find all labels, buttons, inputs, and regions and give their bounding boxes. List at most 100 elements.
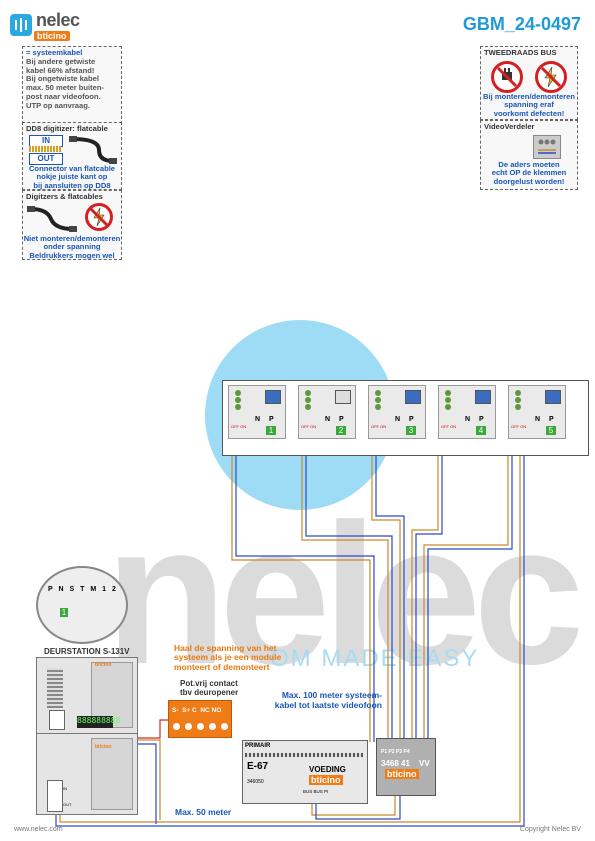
document-id: GBM_24-0497 <box>462 14 581 34</box>
n-label: N <box>325 416 331 423</box>
terminal-block <box>375 390 381 410</box>
digit-display: 888888888 <box>77 716 120 728</box>
note-line: De aders moeten <box>498 160 560 169</box>
monitor-screen-icon <box>335 390 351 404</box>
relay-screws <box>173 723 228 730</box>
bticino-logo: bticino <box>34 31 70 41</box>
watermark-word: nelec <box>105 483 584 706</box>
video-distributor[interactable]: P1 P2 P3 P4 3468 41 VV bticino <box>376 738 436 796</box>
note-title: VideoVerdeler <box>484 122 535 131</box>
relay-title-line: Pot.vrij contact <box>180 679 238 688</box>
connector-block <box>47 668 63 708</box>
relay-module[interactable]: S- S+ C NC NO <box>168 700 232 738</box>
terminal-block <box>445 390 451 410</box>
note-videoverdeler: VideoVerdeler De aders moeten echt OP de… <box>480 120 578 190</box>
terminal-icon <box>445 390 451 396</box>
note-tweedraads-bus: TWEEDRAADS BUS Bij monteren/demonteren s… <box>480 46 578 120</box>
note-title: TWEEDRAADS BUS <box>484 48 557 57</box>
note-line: Bij monteren/demonteren <box>483 92 575 101</box>
warning-line: Haal de spanning van het <box>174 643 277 653</box>
note-title: DD8 digitizer: flatcable <box>26 124 108 133</box>
brand-name: nelec <box>36 10 80 30</box>
flatcable-connector-icon <box>69 136 117 164</box>
switch-label: OFF ON <box>301 424 317 429</box>
note-body: De aders moeten echt OP de klemmen doorg… <box>481 160 577 186</box>
note-body: Niet monteren/demonteren onder spanning … <box>23 234 121 260</box>
terminal-icon <box>445 397 451 403</box>
note-line: nokje juiste kant op <box>36 172 108 182</box>
note-line: max. 50 meter buiten- <box>26 83 105 93</box>
switch-label: OFF ON <box>231 424 247 429</box>
terminal-block <box>515 390 521 410</box>
p-label: P <box>339 416 344 423</box>
n-label: N <box>535 416 541 423</box>
bticino-badge: bticino <box>95 662 112 668</box>
note-line: onder spanning <box>43 242 101 252</box>
note-title: = systeemkabel <box>26 48 83 57</box>
zoom-label: N <box>58 586 66 593</box>
footer-website[interactable]: www.nelec.com <box>14 826 63 833</box>
door-station-title: DEURSTATION S-131V <box>44 647 130 656</box>
note-line: Connector van flatcable <box>28 164 116 173</box>
door-station-upper[interactable]: bticino 888888888 <box>36 657 138 735</box>
zoom-label: 1 <box>102 586 109 593</box>
address-number: 5 <box>546 426 556 435</box>
terminal-icon <box>305 397 311 403</box>
door-station-lower[interactable]: bticino IN OUT <box>36 733 138 815</box>
note-line: Bij ongetwiste kabel <box>26 74 100 84</box>
power-warning: Haal de spanning van het systeem als je … <box>174 643 294 672</box>
screw-icon <box>209 723 216 730</box>
zoom-label: M <box>90 586 99 593</box>
note-line: kabel 66% afstand! <box>26 65 95 75</box>
note-line: spanning eraf <box>504 100 554 110</box>
address-number: 3 <box>406 426 416 435</box>
relay-terminals: S- S+ C NC NO <box>172 707 222 714</box>
terminal-block <box>235 390 241 410</box>
videophone-5[interactable]: OFF ON N P 5 <box>508 385 566 439</box>
note-line: kabel tot laatste videofoon <box>274 700 382 710</box>
terminal-block <box>305 390 311 410</box>
switch-label: OFF ON <box>371 424 387 429</box>
vent-strip <box>245 753 363 757</box>
power-supply[interactable]: PRIMAIR E-67 VOEDING 346050 bticino BUS … <box>242 740 368 804</box>
address-zoom: P N S T M 1 2 1 <box>36 566 128 644</box>
warning-line: monteert of demonteert <box>174 661 270 672</box>
p-label: P <box>549 416 554 423</box>
relay-title: Pot.vrij contact tbv deuropener <box>180 679 239 698</box>
bticino-badge: bticino <box>95 744 112 750</box>
note-line: UTP op aanvraag. <box>26 100 91 110</box>
address-number: 4 <box>476 426 486 435</box>
address-number: 1 <box>266 426 276 435</box>
terminal-icon <box>375 404 381 410</box>
videophone-2[interactable]: OFF ON N P 2 <box>298 385 356 439</box>
footer-copyright: Copyright Nelec BV <box>519 826 581 833</box>
zoom-address-value: 1 <box>60 608 68 617</box>
terminal-icon <box>235 404 241 410</box>
videophone-3[interactable]: OFF ON N P 3 <box>368 385 426 439</box>
note-systeemkabel: = systeemkabel Bij andere getwiste kabel… <box>22 46 122 124</box>
psu-code: 346050 <box>247 779 264 785</box>
note-line: echt OP de klemmen <box>491 168 567 178</box>
videophone-1[interactable]: OFF ON N P 1 <box>228 385 286 439</box>
terminal-icon <box>375 390 381 396</box>
zoom-label: T <box>80 586 87 593</box>
terminal-icon <box>305 390 311 396</box>
terminal-icon <box>515 390 521 396</box>
bticino-logo: bticino <box>385 769 419 779</box>
videophone-4[interactable]: OFF ON N P 4 <box>438 385 496 439</box>
max-50-note: Max. 50 meter <box>175 807 232 817</box>
call-button-module <box>91 738 133 810</box>
videoverdeler-icon <box>533 135 561 159</box>
distributor-ports: P1 P2 P3 P4 <box>381 749 410 755</box>
distributor-vv: VV <box>419 759 430 768</box>
terminal-icon <box>305 404 311 410</box>
terminal-icon <box>445 404 451 410</box>
nelec-logo-icon <box>10 14 32 36</box>
flatcable-icon <box>29 146 61 152</box>
note-line: Max. 100 meter systeem- <box>281 690 382 700</box>
zoom-labels: P N S T M 1 2 <box>48 586 118 596</box>
relay-title-line: tbv deuropener <box>180 687 239 697</box>
note-body: Bij monteren/demonteren spanning eraf vo… <box>481 92 577 118</box>
warning-line: systeem als je een module <box>174 652 282 663</box>
